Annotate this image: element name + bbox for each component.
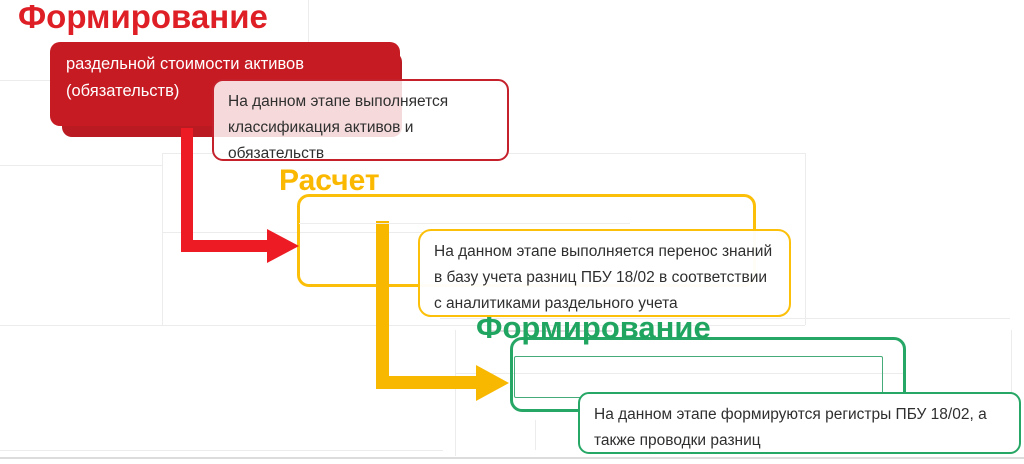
stage1-callout: На данном этапе выполняется классификаци… [212,79,509,162]
grid-line [0,165,162,166]
stage1-title: Формирование [18,0,268,35]
stage1-callout-text: На данном этапе выполняется классификаци… [228,93,449,162]
grid-line [455,373,905,374]
grid-line [308,0,309,80]
grid-line [440,318,1010,319]
stage2-callout: На данном этапе выполняется перенос знан… [418,229,791,317]
grid-line [0,457,1024,459]
grid-line [1011,330,1012,393]
grid-line [535,420,536,450]
grid-line [299,223,630,224]
stage1-arrow-horizontal [181,240,269,252]
stage2-title: Расчет [279,164,380,197]
stage3-callout: На данном этапе формируются регистры ПБУ… [578,392,1021,454]
grid-line [0,325,805,326]
grid-line [162,232,490,233]
stage1-arrowhead-icon [267,229,299,263]
stage2-callout-text: На данном этапе выполняется перенос знан… [434,243,773,312]
grid-line [0,450,443,451]
stage3-title: Формирование [476,310,711,345]
stage3-callout-text: На данном этапе формируются регистры ПБУ… [594,406,987,449]
grid-line [455,330,456,456]
grid-line [488,330,612,332]
grid-line [805,153,806,325]
stage1-box-label: раздельной стоимости активов (обязательс… [66,55,304,100]
grid-line [162,153,163,325]
stage2-arrow-vertical [376,221,389,384]
stage2-arrowhead-icon [476,365,509,401]
stage2-arrow-horizontal [376,376,477,389]
stage1-arrow-vertical [181,128,193,248]
